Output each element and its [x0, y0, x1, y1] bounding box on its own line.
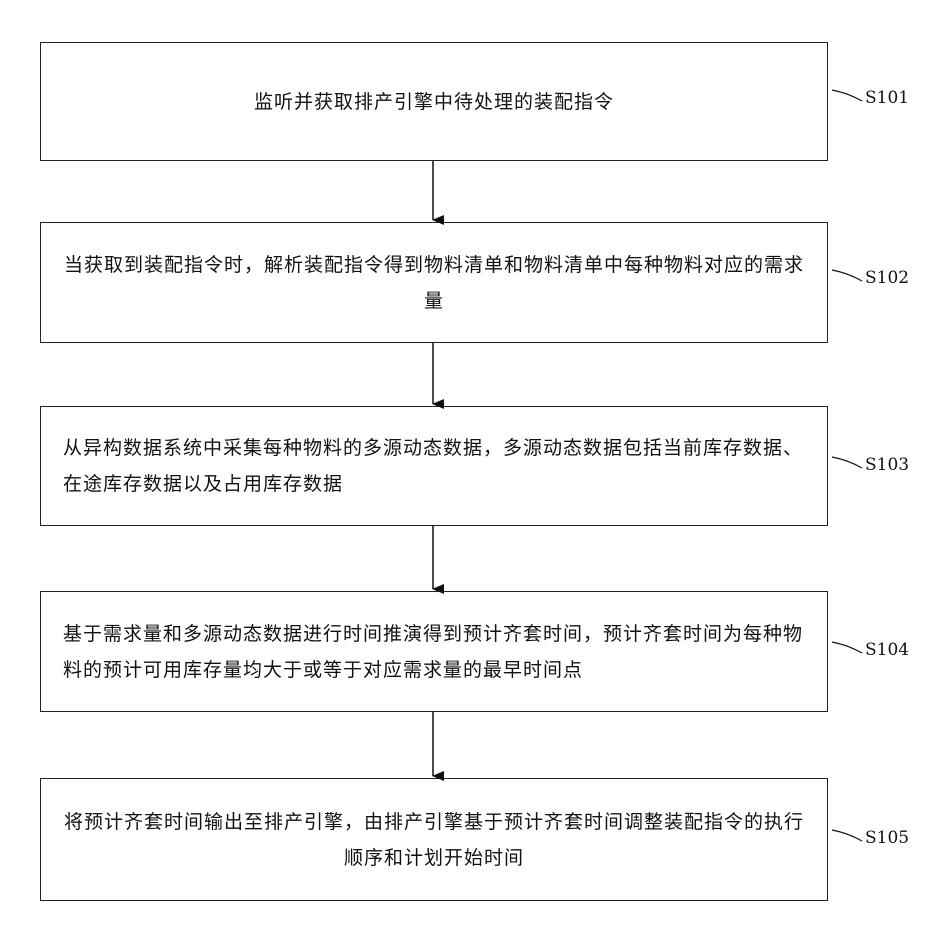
leader-line-s101	[832, 90, 862, 101]
leader-line-s104	[832, 642, 862, 653]
leader-line-s103	[832, 457, 862, 468]
leader-line-s105	[832, 830, 862, 841]
leader-line-s102	[832, 270, 862, 281]
